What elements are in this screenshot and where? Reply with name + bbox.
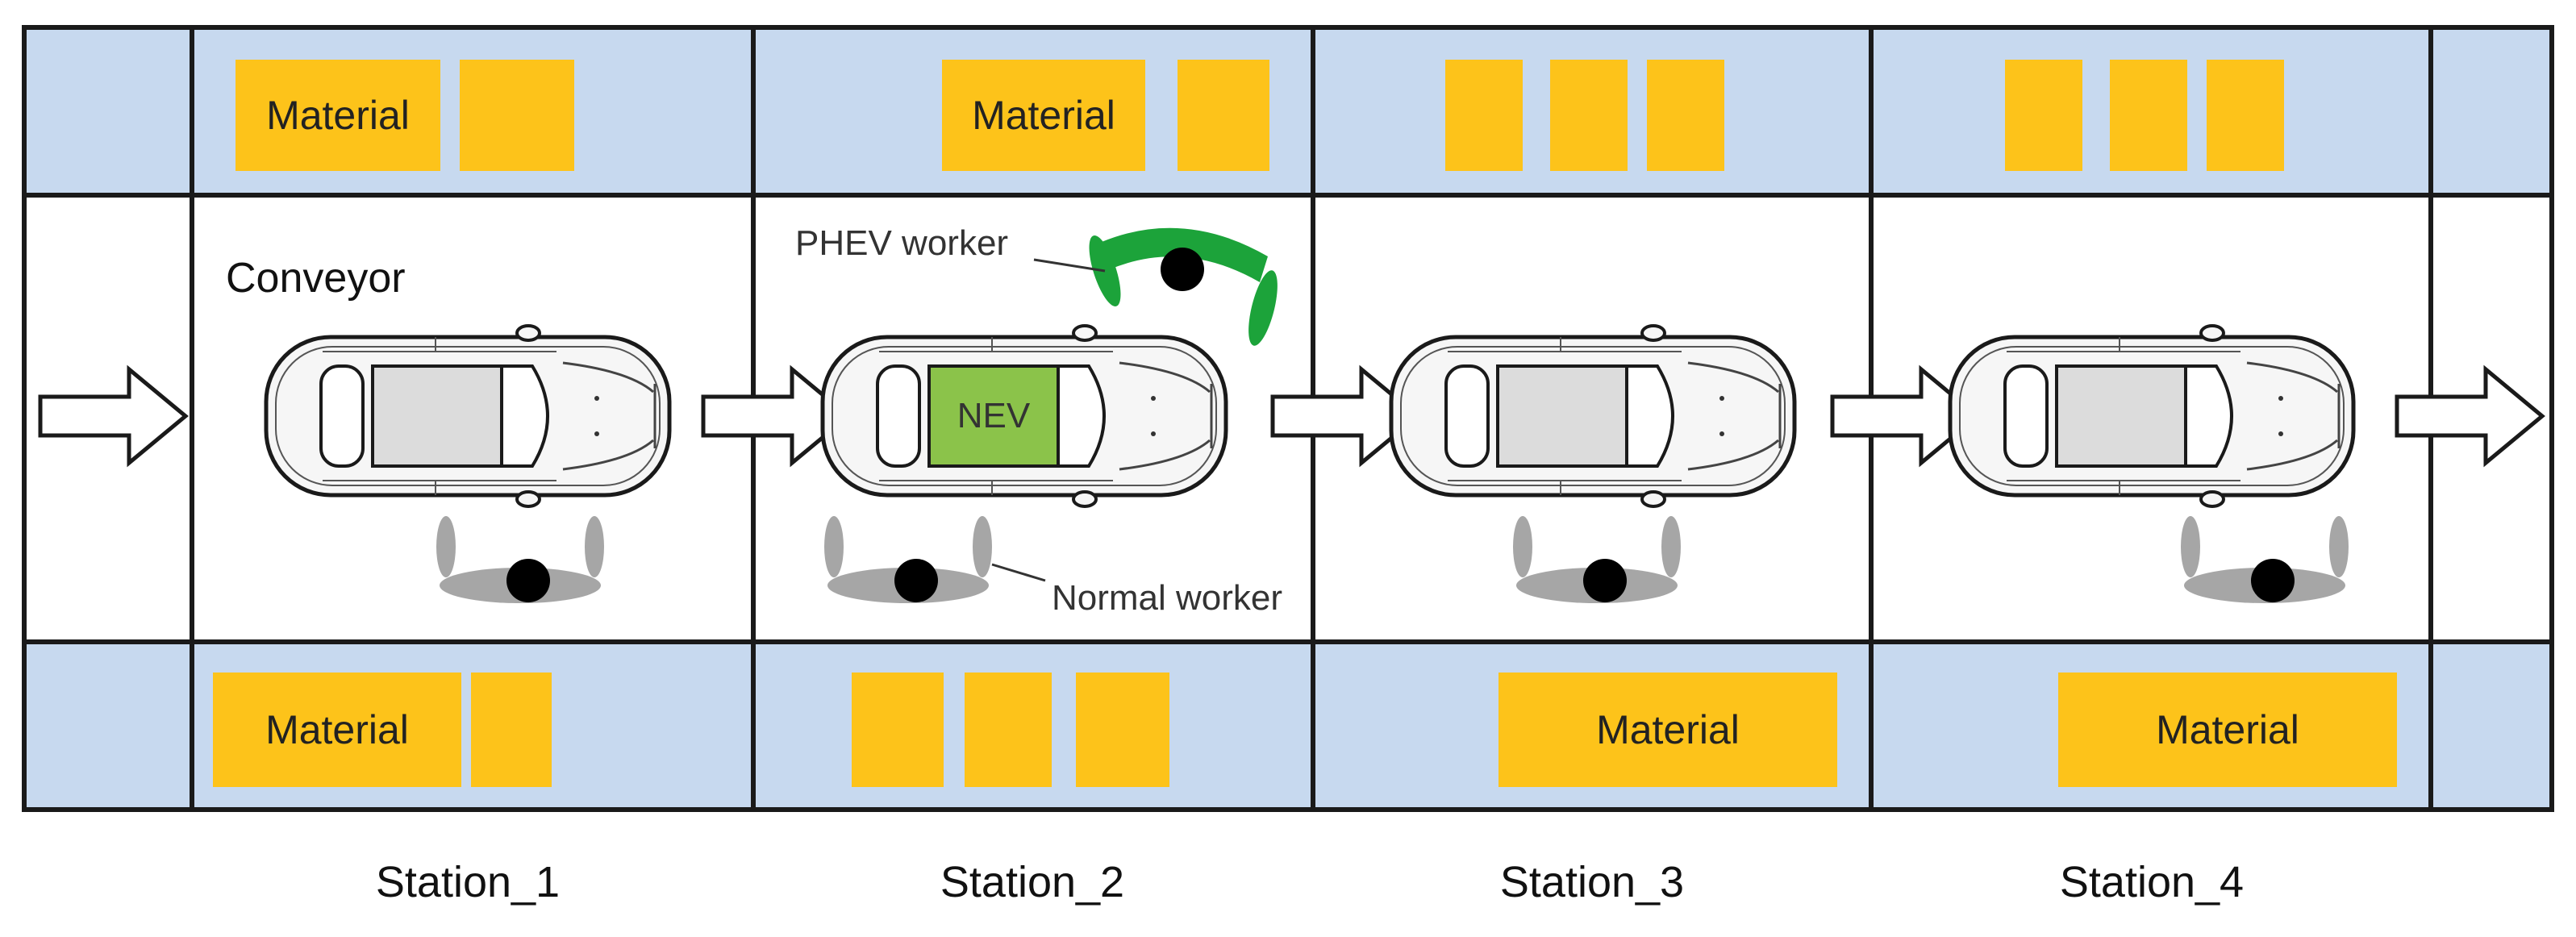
nev-label: NEV — [957, 396, 1031, 435]
conveyor-label: Conveyor — [226, 255, 406, 302]
car-icon — [266, 326, 669, 506]
material-box — [965, 673, 1052, 787]
station-label: Station_1 — [376, 858, 560, 906]
material-box — [2005, 60, 2082, 171]
material-label: Material — [972, 93, 1115, 138]
bottom-materials: Material Material Material — [213, 673, 2397, 787]
material-box — [213, 673, 461, 787]
flow-arrow-icon — [40, 369, 185, 463]
normal-worker-icon — [1513, 516, 1681, 603]
phev-callout-line — [1033, 258, 1106, 273]
normal-worker-icon — [436, 516, 604, 603]
material-box — [236, 60, 440, 171]
normal-callout-line — [991, 563, 1046, 582]
car-icon — [1391, 326, 1794, 506]
material-box — [2207, 60, 2284, 171]
normal-worker-icon — [824, 516, 992, 603]
normal-worker-icon — [2181, 516, 2349, 603]
station-label: Station_4 — [2060, 858, 2244, 906]
material-box — [1076, 673, 1169, 787]
material-label: Material — [1596, 707, 1740, 752]
material-box — [471, 673, 552, 787]
nev-marker — [927, 364, 1060, 468]
material-box — [1178, 60, 1269, 171]
phev-worker-icon — [1089, 227, 1278, 346]
material-box — [2110, 60, 2187, 171]
material-label: Material — [2156, 707, 2299, 752]
car-icon — [1950, 326, 2353, 506]
top-materials: Material Material — [236, 60, 2284, 171]
station-label: Station_2 — [940, 858, 1124, 906]
station-label: Station_3 — [1500, 858, 1684, 906]
material-box — [852, 673, 944, 787]
flow-arrow-icon — [2397, 369, 2542, 463]
material-box — [1445, 60, 1523, 171]
material-box — [2058, 673, 2397, 787]
phev-worker-label: PHEV worker — [795, 223, 1008, 263]
material-box — [460, 60, 574, 171]
normal-worker-label: Normal worker — [1052, 578, 1282, 618]
material-label: Material — [265, 707, 409, 752]
material-box — [1647, 60, 1724, 171]
material-box — [1498, 673, 1837, 787]
material-label: Material — [266, 93, 410, 138]
material-box — [1550, 60, 1628, 171]
material-box — [942, 60, 1145, 171]
